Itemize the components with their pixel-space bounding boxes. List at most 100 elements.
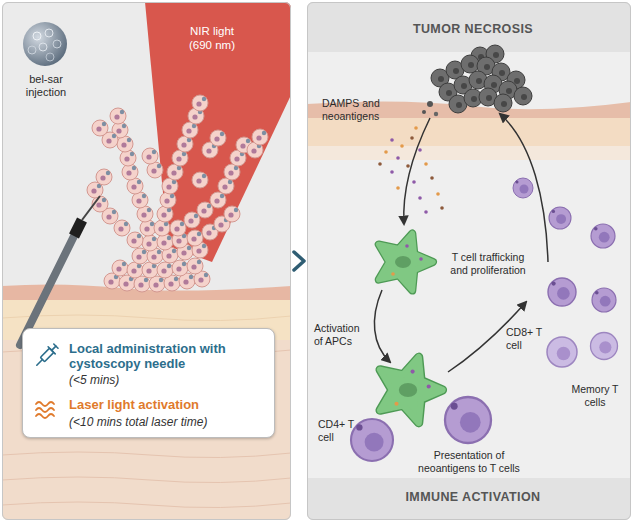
tumor-illustration — [127, 232, 143, 248]
left-scene — [2, 2, 291, 520]
tumor-illustration — [112, 260, 128, 276]
tissue-layers — [307, 101, 631, 160]
immune-cells — [592, 288, 616, 312]
immune-cells — [351, 419, 393, 461]
laser-icon — [36, 414, 54, 418]
tumor-illustration — [110, 108, 126, 124]
damp-particles — [378, 162, 382, 166]
bladder-wall-layers — [2, 477, 291, 483]
damp-particles — [436, 192, 440, 196]
damp-particles — [396, 186, 400, 190]
damp-particles — [390, 170, 394, 174]
light-label: NIR light (690 nm) — [179, 25, 245, 53]
cycle-arrows — [404, 118, 430, 224]
tumor-illustration — [87, 95, 268, 292]
damp-particles — [414, 126, 418, 130]
section-heading: IMMUNE ACTIVATION — [312, 490, 633, 505]
laser-icon — [36, 402, 54, 418]
process-label: T cell trafficking and proliferation — [446, 251, 530, 276]
immune-cells — [380, 357, 442, 423]
syringe-icon — [54, 344, 58, 348]
tumor-illustration — [160, 192, 176, 208]
tumor-illustration — [142, 148, 158, 164]
damp-particles — [424, 210, 428, 214]
tumor-illustration — [154, 220, 170, 236]
damp-particles — [396, 156, 400, 160]
tissue-layers — [307, 146, 631, 160]
treatment-panel: bel-sar injection NIR light (690 nm) Local… — [2, 2, 291, 520]
tumor-illustration — [96, 169, 112, 185]
bel-sar-particle — [53, 40, 61, 48]
tumor-illustration — [114, 220, 130, 236]
tumor-illustration — [210, 130, 226, 146]
necrotic-tumor — [494, 94, 512, 112]
step-duration: (<5 mins) — [69, 373, 259, 387]
tumor-illustration — [149, 276, 165, 292]
cycle-arrows — [448, 302, 526, 372]
bel-sar-particle — [45, 29, 53, 37]
tumor-illustration — [120, 150, 136, 166]
bel-sar-particle — [33, 32, 41, 40]
damp-particles — [440, 206, 444, 210]
right-scene — [307, 2, 631, 520]
syringe-icon — [37, 360, 43, 366]
immune-cells — [547, 337, 577, 367]
mechanism-panel: TUMOR NECROSIS IMMUNE ACTIVATION — [307, 2, 631, 520]
necrotic-tumor — [461, 55, 479, 73]
step-heading: Local administration with cystoscopy nee… — [69, 341, 241, 371]
laser-icon — [36, 402, 54, 406]
process-label: DAMPS and neoantigens — [322, 97, 394, 122]
tumor-illustration — [170, 220, 186, 236]
damp-particles — [430, 176, 434, 180]
syringe-icon — [52, 346, 56, 350]
cell-label: CD4+ T cell — [318, 418, 358, 443]
tumor-illustration — [187, 230, 203, 246]
cycle-arrows — [500, 114, 548, 262]
tumor-illustration — [252, 129, 268, 145]
damp-particles — [378, 126, 444, 214]
tumor-illustration — [122, 164, 138, 180]
tumor-illustration — [172, 260, 188, 276]
immune-cells — [379, 234, 433, 291]
tumor-illustration — [192, 95, 208, 111]
tumor-illustration — [157, 206, 173, 222]
immune-cells — [513, 178, 533, 198]
agent-label: bel-sar injection — [13, 73, 79, 99]
bladder-wall-layers — [2, 284, 291, 520]
tumor-illustration — [210, 192, 226, 208]
cystoscopy-needle — [82, 196, 100, 220]
necrotic-tumor — [422, 45, 532, 116]
section-heading: TUMOR NECROSIS — [312, 22, 633, 37]
panel-chevron — [294, 252, 304, 270]
immune-cells — [548, 278, 576, 306]
necrotic-tumor — [434, 112, 438, 116]
cell-label: Memory T cells — [565, 383, 625, 408]
syringe-icon — [40, 348, 53, 361]
damp-particles — [410, 136, 414, 140]
tumor-illustration — [197, 202, 213, 218]
tumor-illustration — [224, 206, 240, 222]
syringe-icon — [48, 347, 55, 354]
tumor-illustration — [184, 212, 200, 228]
necrotic-tumor — [514, 87, 532, 105]
damp-particles — [412, 180, 416, 184]
immune-cells — [351, 178, 618, 461]
damp-particles — [384, 150, 388, 154]
cycle-arrows — [374, 114, 548, 372]
cell-label: CD8+ T cell — [506, 326, 548, 351]
damp-particles — [418, 196, 422, 200]
laser-icon — [36, 408, 54, 412]
necrotic-tumor — [427, 101, 433, 107]
step-duration: (<10 mins total laser time) — [69, 415, 269, 429]
procedure-card: Local administration with cystoscopy nee… — [22, 328, 275, 438]
bel-sar-particle — [23, 22, 67, 66]
bel-sar-particle — [39, 43, 47, 51]
tumor-illustration — [132, 248, 148, 264]
bel-sar-particle — [28, 46, 36, 54]
necrotic-tumor — [422, 110, 426, 114]
